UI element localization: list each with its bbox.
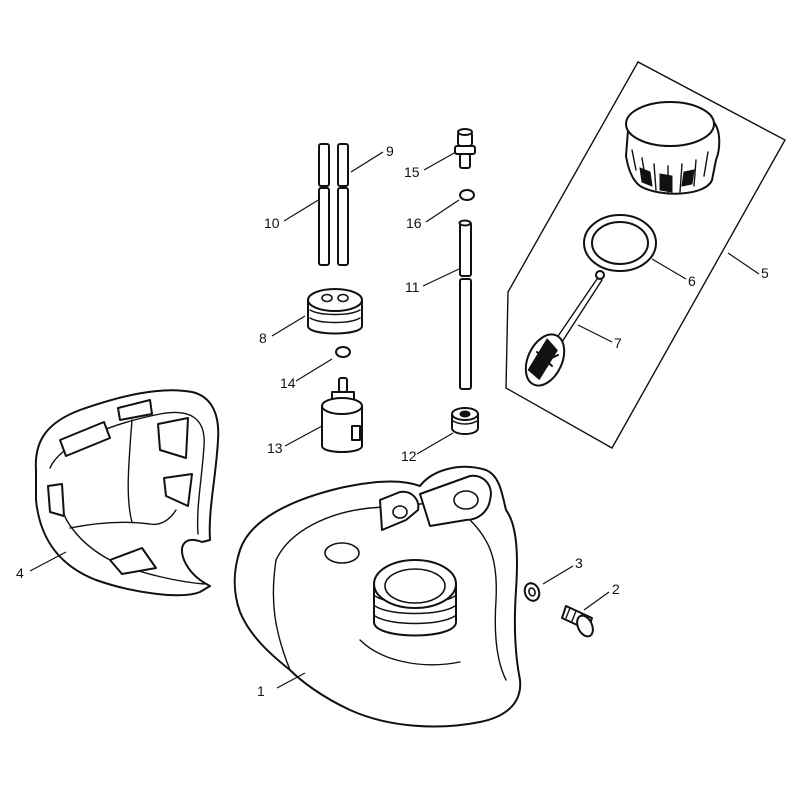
- callout-14: 14: [280, 375, 296, 391]
- callout-9: 9: [386, 143, 394, 159]
- callout-15: 15: [404, 164, 420, 180]
- part-14-o-ring: [335, 346, 351, 358]
- leader-lines: [29, 151, 760, 689]
- part-13-fuel-filter: [321, 377, 363, 453]
- part-7-cap-strap: [524, 270, 605, 387]
- callout-8: 8: [259, 330, 267, 346]
- part-9-fuel-tube: [337, 143, 349, 266]
- part-15-fuel-fitting: [454, 128, 476, 169]
- part-11-breather-tube: [458, 219, 472, 390]
- callout-6: 6: [688, 273, 696, 289]
- part-16-o-ring: [459, 189, 475, 201]
- part-5-kit-outline: [505, 61, 786, 449]
- part-6-cap-gasket: [583, 214, 657, 272]
- part-5-fuel-cap: [625, 101, 721, 195]
- part-8-fuel-grommet: [307, 288, 363, 335]
- callout-3: 3: [575, 555, 583, 571]
- callout-13: 13: [267, 440, 283, 456]
- callout-1: 1: [257, 683, 265, 699]
- callout-5: 5: [761, 265, 769, 281]
- part-2-screw: [561, 605, 594, 638]
- callout-10: 10: [264, 215, 280, 231]
- callout-7: 7: [614, 335, 622, 351]
- callout-11: 11: [405, 279, 420, 295]
- callout-2: 2: [612, 581, 620, 597]
- part-10-fuel-tube: [318, 143, 330, 266]
- callout-12: 12: [401, 448, 417, 464]
- callout-16: 16: [406, 215, 422, 231]
- part-12-tube-grommet: [451, 407, 479, 435]
- callout-4: 4: [16, 565, 24, 581]
- part-3-washer: [523, 582, 541, 602]
- part-1-fuel-tank: [233, 465, 522, 728]
- part-4-tank-cover: [34, 389, 220, 597]
